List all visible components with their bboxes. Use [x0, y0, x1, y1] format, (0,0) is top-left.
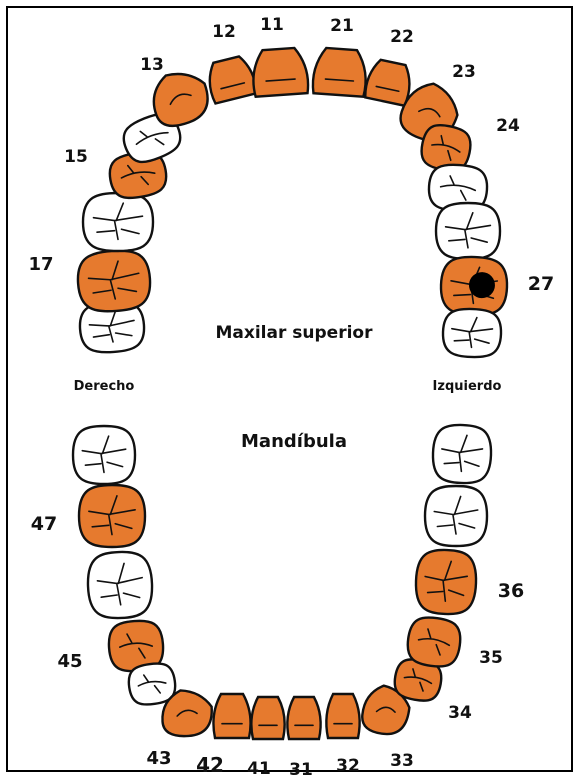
tooth-26-crown	[436, 203, 500, 259]
lower-tooth-48	[73, 426, 135, 484]
upper-tooth-11	[251, 47, 309, 97]
tooth-28-crown	[442, 308, 502, 358]
tooth-number-41: 41	[247, 759, 271, 778]
tooth-41-crown	[251, 697, 284, 739]
upper-tooth-21	[312, 47, 368, 97]
lower-tooth-41	[251, 697, 284, 739]
tooth-number-22: 22	[390, 27, 414, 47]
lower-tooth-47	[79, 485, 145, 547]
tooth-number-23: 23	[452, 62, 476, 82]
region-label-lower: Mandíbula	[241, 431, 347, 452]
tooth-11-crown	[251, 47, 309, 97]
tooth-number-43: 43	[146, 748, 171, 769]
tooth-38-crown	[432, 424, 492, 484]
lower-tooth-37	[425, 486, 487, 546]
side-label-left: Izquierdo	[433, 379, 502, 394]
tooth-42-crown	[213, 694, 250, 738]
lower-tooth-32	[326, 694, 359, 738]
tooth-16-crown	[83, 193, 153, 251]
tooth-31-crown	[287, 697, 320, 739]
tooth-number-13: 13	[140, 55, 164, 75]
upper-tooth-16	[83, 193, 153, 251]
side-label-right: Derecho	[74, 379, 135, 394]
tooth-number-12: 12	[212, 22, 236, 42]
tooth-number-27: 27	[528, 273, 554, 295]
tooth-number-33: 33	[390, 751, 414, 771]
tooth-number-11: 11	[260, 15, 284, 35]
tooth-46-crown	[87, 551, 153, 619]
tooth-number-34: 34	[448, 703, 472, 723]
tooth-number-35: 35	[479, 648, 503, 668]
lower-tooth-38	[432, 424, 492, 484]
upper-tooth-26	[436, 203, 500, 259]
tooth-37-crown	[425, 486, 487, 546]
upper-tooth-27	[440, 256, 508, 316]
tooth-12-crown	[204, 54, 257, 104]
tooth-48-crown	[73, 426, 135, 484]
lower-tooth-42	[213, 694, 250, 738]
tooth-number-15: 15	[64, 147, 88, 167]
tooth-number-labels: 17 15 13 12 11 21 22 23 24 27 47 45 43 42 41 31 32 33 34 35…	[28, 15, 554, 778]
tooth-number-42: 42	[196, 753, 224, 777]
tooth-number-21: 21	[330, 16, 354, 36]
tooth-35-crown	[405, 615, 463, 670]
upper-tooth-28	[442, 308, 502, 358]
lower-tooth-46	[87, 551, 153, 619]
lower-tooth-35	[405, 615, 463, 670]
lower-tooth-31	[287, 697, 320, 739]
tooth-number-17: 17	[28, 254, 53, 275]
tooth-number-31: 31	[289, 760, 313, 778]
tooth-number-32: 32	[336, 756, 360, 776]
tooth-number-47: 47	[31, 513, 57, 535]
tooth-21-crown	[312, 47, 368, 97]
tooth-32-crown	[326, 694, 359, 738]
tooth-36-crown	[415, 549, 477, 615]
tooth-number-24: 24	[496, 116, 520, 136]
lower-tooth-36	[415, 549, 477, 615]
tooth-number-36: 36	[498, 580, 524, 602]
upper-tooth-12	[204, 54, 257, 104]
tooth-17-crown	[76, 249, 152, 314]
tooth-number-45: 45	[57, 651, 82, 672]
upper-tooth-17	[76, 249, 152, 314]
tooth-47-crown	[79, 485, 145, 547]
region-label-upper: Maxilar superior	[216, 323, 374, 343]
